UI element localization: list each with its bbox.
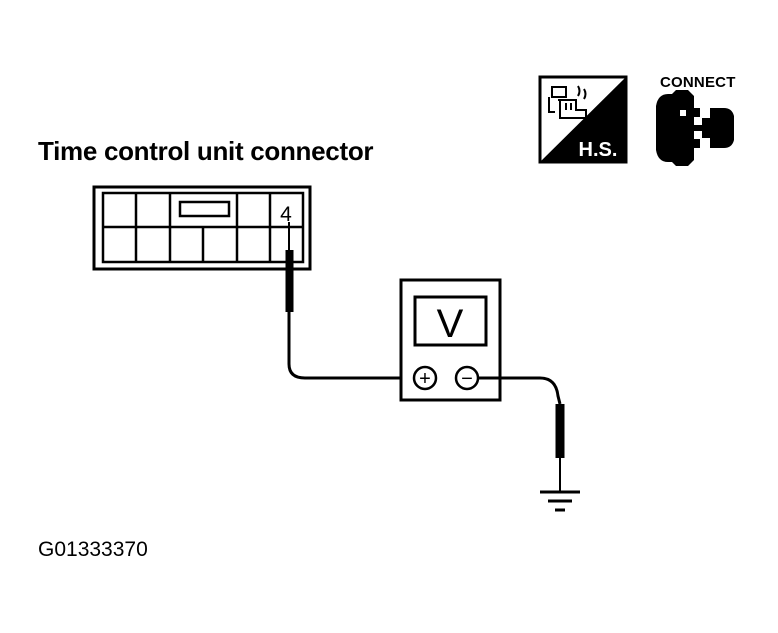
plus-terminal: + bbox=[419, 368, 431, 390]
hot-start-engine-icon bbox=[548, 85, 587, 119]
ground-icon bbox=[540, 490, 580, 512]
negative-probe bbox=[478, 376, 565, 491]
connect-label: CONNECT bbox=[660, 74, 736, 91]
positive-probe bbox=[285, 222, 412, 380]
minus-terminal: − bbox=[461, 368, 473, 390]
hs-badge: H.S. bbox=[538, 75, 628, 164]
diagram-title: Time control unit connector bbox=[38, 136, 374, 166]
hs-label: H.S. bbox=[579, 139, 618, 161]
figure-code: G01333370 bbox=[38, 538, 148, 561]
connector-connect-icon bbox=[656, 90, 734, 166]
time-control-unit-connector: 4 bbox=[92, 185, 312, 271]
voltmeter: V + − bbox=[399, 278, 502, 402]
terminal-number: 4 bbox=[280, 203, 292, 226]
voltmeter-symbol: V bbox=[437, 302, 464, 346]
